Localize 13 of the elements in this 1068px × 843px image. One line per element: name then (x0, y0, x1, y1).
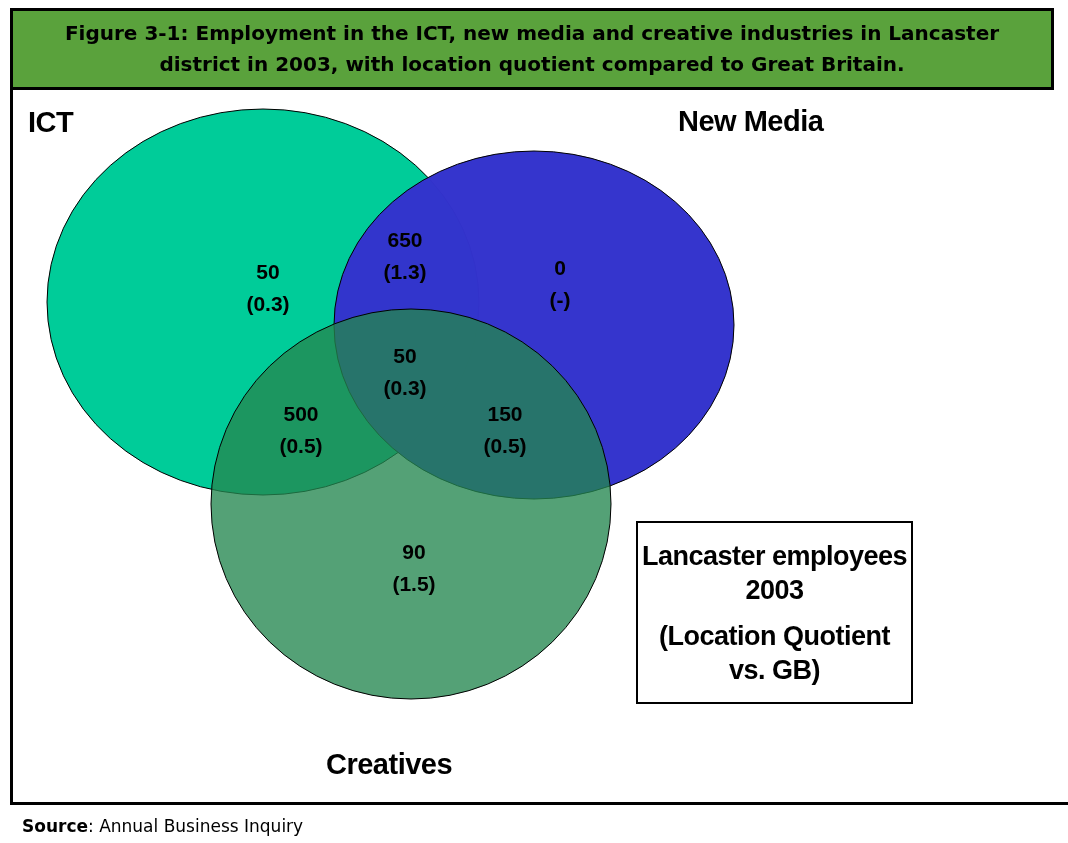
region-value: 50 (0.3) (246, 259, 290, 317)
region-value: 650 (1.3) (383, 227, 427, 285)
source-note: Source: Annual Business Inquiry (22, 816, 304, 836)
set-label: New Media (678, 105, 824, 138)
region-value: 50 (0.3) (383, 343, 427, 401)
key-box: Lancaster employees 2003 (Location Quotient vs. GB) (636, 521, 913, 704)
region-value: 500 (0.5) (279, 401, 323, 459)
region-value: 0 (-) (549, 255, 571, 313)
set-label: Creatives (326, 748, 453, 781)
region-value: 90 (1.5) (392, 539, 436, 597)
set-label: ICT (28, 106, 74, 139)
title-banner: Figure 3-1: Employment in the ICT, new media and creative industries in Lancaster district in 2003, with location quotient compared to Great Britain. (10, 8, 1054, 90)
region-value: 150 (0.5) (483, 401, 527, 459)
